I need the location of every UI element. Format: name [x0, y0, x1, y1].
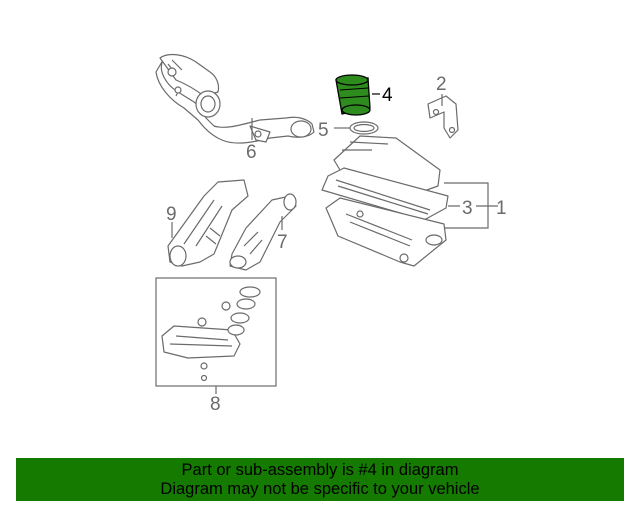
callout-8: 8 [210, 394, 221, 415]
callout-7: 7 [277, 232, 288, 253]
part-7-air-duct[interactable] [229, 193, 297, 271]
callout-6: 6 [246, 142, 257, 163]
part-9-intake-hose[interactable] [167, 179, 249, 267]
part-5-gasket[interactable] [349, 121, 379, 135]
part-1-air-cleaner[interactable] [321, 135, 449, 267]
callout-9: 9 [166, 204, 177, 225]
diagram-notice-banner: Part or sub-assembly is #4 in diagram Di… [16, 458, 624, 501]
banner-line-1: Part or sub-assembly is #4 in diagram [181, 460, 459, 479]
callout-2: 2 [436, 74, 447, 95]
parts-diagram: 1 2 3 4 5 6 7 8 9 [155, 53, 507, 415]
banner-line-2: Diagram may not be specific to your vehi… [160, 479, 480, 498]
part-2-bracket[interactable] [427, 95, 459, 139]
callout-5: 5 [318, 120, 329, 141]
callout-3: 3 [462, 198, 473, 219]
part-4-highlighted[interactable] [335, 74, 371, 116]
callout-1: 1 [496, 198, 507, 219]
part-6-intake-duct[interactable] [155, 53, 315, 144]
part-8-resonator[interactable] [161, 286, 261, 382]
callout-4: 4 [382, 85, 393, 106]
